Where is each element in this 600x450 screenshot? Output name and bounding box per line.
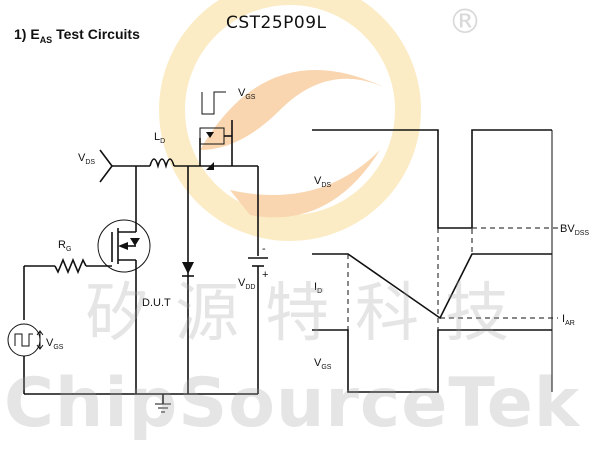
- logo-ring-outer: [159, 0, 421, 241]
- section-title-main: E: [30, 26, 40, 42]
- label-vdd: VDD: [238, 277, 255, 291]
- vgs-source-pulse: [14, 333, 33, 347]
- label-wave-vds: VDS: [314, 175, 331, 189]
- label-dut: D.U.T: [142, 297, 171, 309]
- dut-circle: [97, 219, 151, 273]
- part-number: CST25P09L: [226, 13, 327, 33]
- switch-arrow: [206, 132, 214, 138]
- section-title-sub: AS: [39, 34, 53, 45]
- label-vdd-plus: +: [262, 269, 268, 281]
- logo-watermark: [159, 0, 421, 241]
- vds-terminal: [99, 149, 113, 183]
- label-wave-id: ID: [314, 281, 322, 295]
- switch-diode: [206, 162, 214, 170]
- label-ld: LD: [154, 131, 165, 145]
- logo-swoosh: [200, 70, 390, 150]
- label-vgs-top: VGS: [238, 87, 256, 101]
- waveforms: VDS ID VGS BVDSS IAR: [312, 129, 589, 393]
- registered-mark: ®: [448, 2, 482, 42]
- section-title: 1) EAS Test Circuits: [14, 26, 140, 45]
- dut-body-diode: [130, 238, 140, 246]
- label-vgs-source: VGS: [46, 337, 64, 351]
- vgs-source-arrow: [36, 330, 44, 350]
- test-circuit: VDS LD VGS RG D.U.T VDD - + VGS: [7, 87, 268, 413]
- label-vdd-minus: -: [262, 243, 266, 255]
- section-title-rest: Test Circuits: [52, 26, 140, 42]
- label-wave-vgs: VGS: [314, 357, 332, 371]
- vgs-top-pulse: [201, 91, 226, 115]
- vds-waveform: [312, 129, 552, 229]
- freewheel-diode: [182, 262, 194, 274]
- label-rg: RG: [58, 239, 71, 253]
- resistor-rg: [54, 257, 87, 275]
- label-vds: VDS: [78, 152, 95, 166]
- inductor-ld: [149, 158, 175, 169]
- dut-body-arrow: [118, 242, 128, 250]
- section-number: 1): [14, 26, 27, 42]
- watermark-english: ChipSourceTek: [4, 364, 581, 443]
- logo-swoosh-lower: [230, 150, 380, 218]
- label-iar: IAR: [562, 313, 575, 327]
- watermark-chinese: 矽源特科技: [85, 277, 535, 351]
- label-bvdss: BVDSS: [560, 223, 589, 237]
- vgs-waveform: [312, 329, 552, 393]
